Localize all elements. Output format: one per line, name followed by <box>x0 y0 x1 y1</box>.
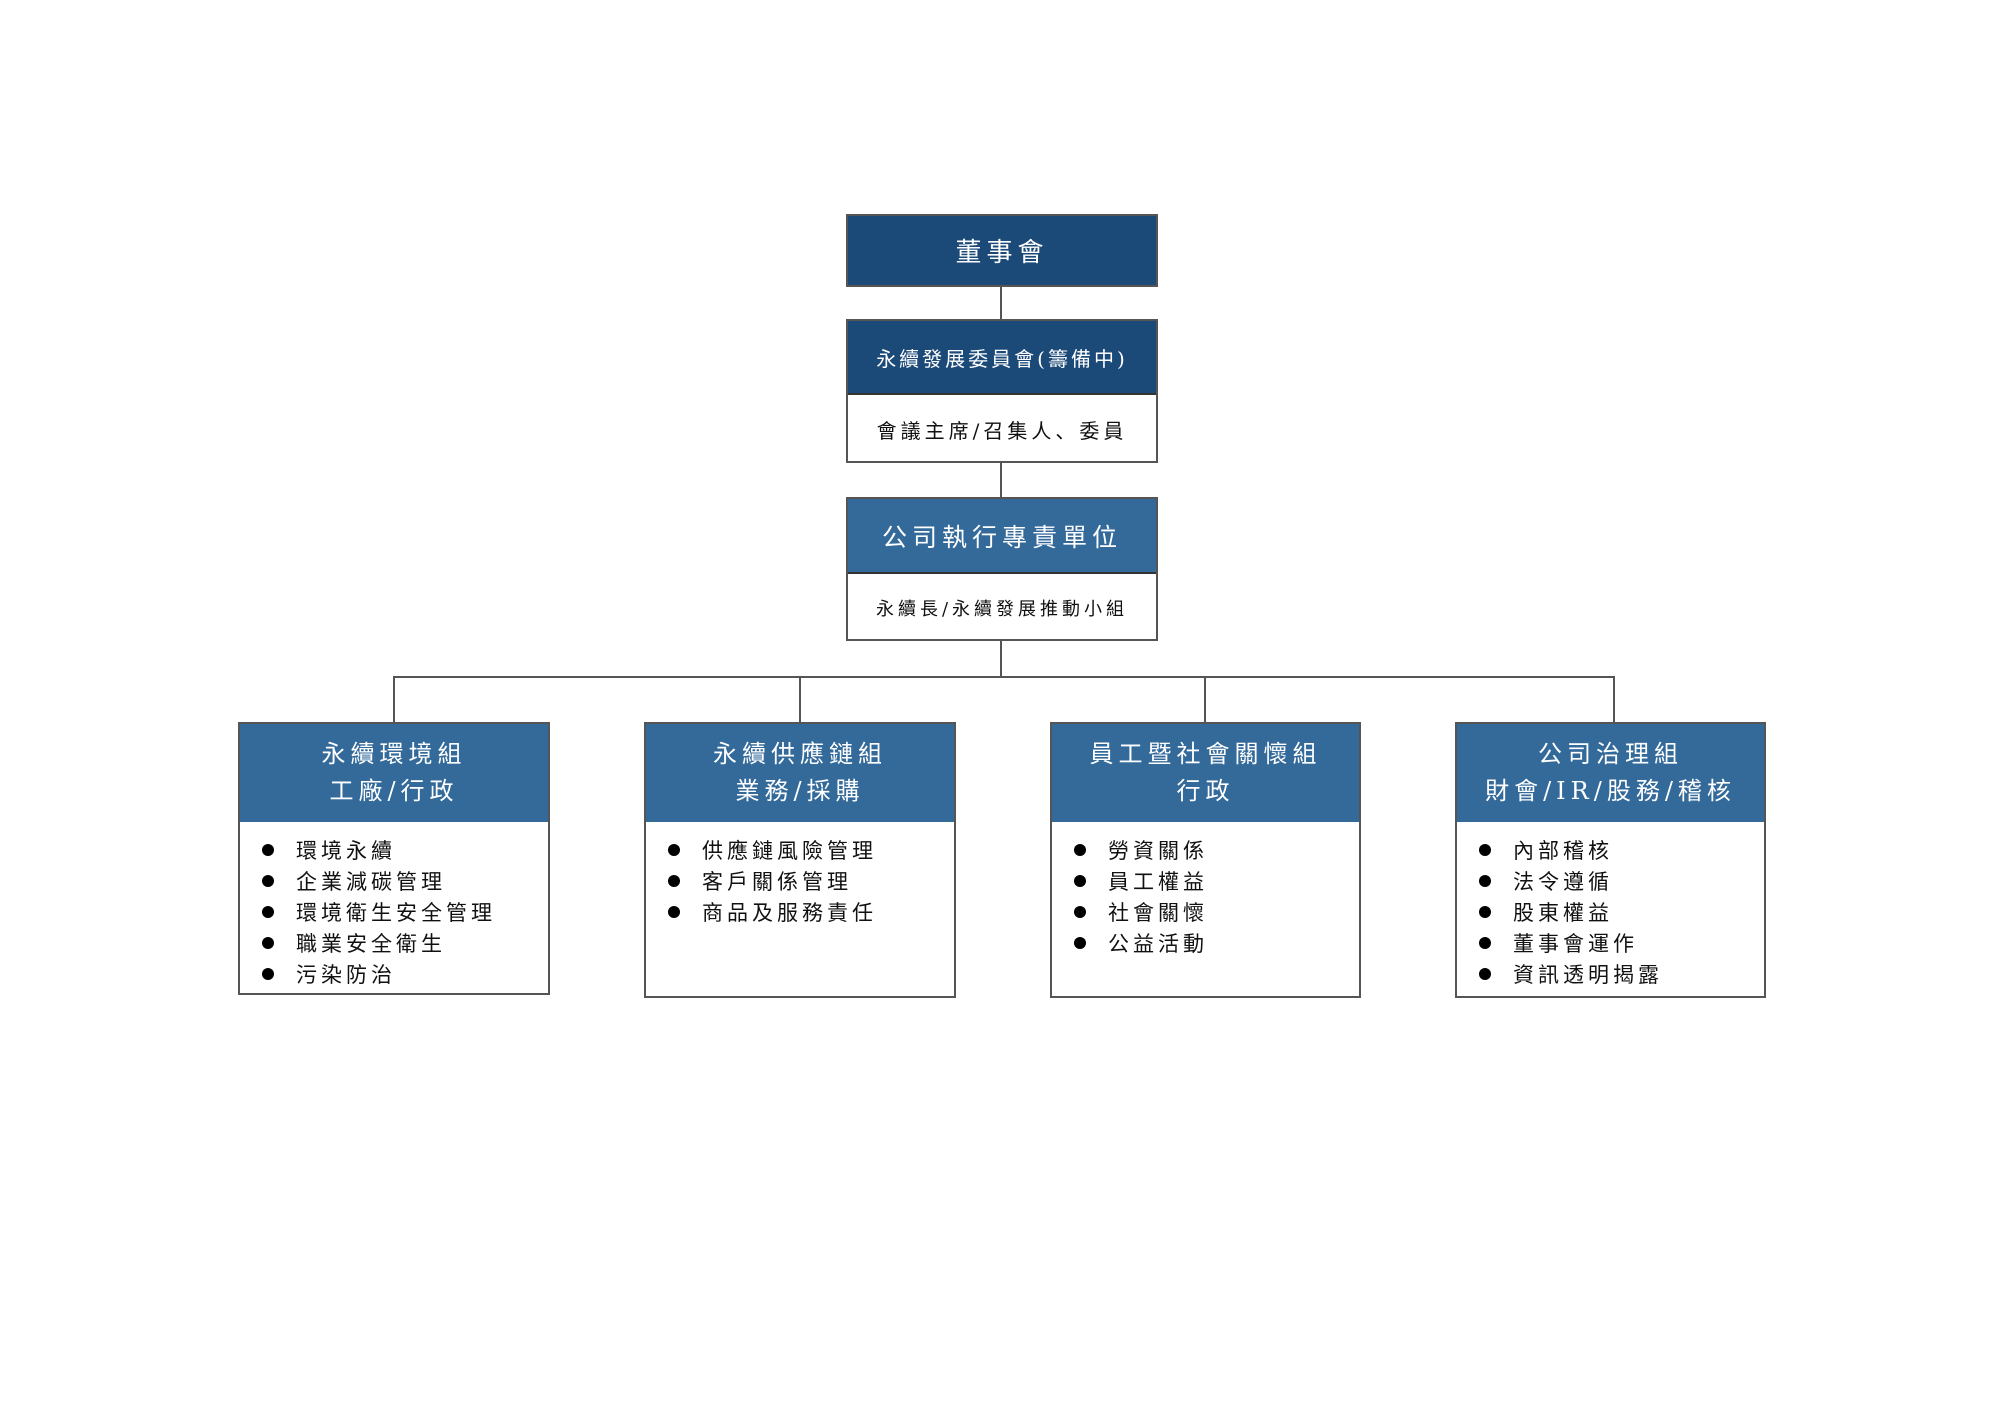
list-item: 股東權益 <box>1479 896 1764 927</box>
committee-box: 永續發展委員會(籌備中) 會議主席/召集人、委員 <box>846 319 1158 463</box>
group-duties: 勞資關係 員工權益 社會關懷 公益活動 <box>1052 822 1359 958</box>
list-item: 法令遵循 <box>1479 865 1764 896</box>
bullet-icon <box>668 905 680 918</box>
group-header: 公司治理組 財會/IR/股務/稽核 <box>1457 724 1764 822</box>
connector-board-committee <box>1000 287 1002 319</box>
list-item: 董事會運作 <box>1479 927 1764 958</box>
bullet-icon <box>262 874 274 887</box>
list-item: 社會關懷 <box>1074 896 1359 927</box>
group-header: 員工暨社會關懷組 行政 <box>1052 724 1359 822</box>
executive-box: 公司執行專責單位 永續長/永續發展推動小組 <box>846 497 1158 641</box>
bullet-icon <box>1074 874 1086 887</box>
group-header: 永續環境組 工廠/行政 <box>240 724 548 822</box>
list-item: 員工權益 <box>1074 865 1359 896</box>
group-subtitle: 行政 <box>1176 777 1235 805</box>
bullet-icon <box>1479 905 1491 918</box>
list-item: 客戶關係管理 <box>668 865 954 896</box>
group-governance: 公司治理組 財會/IR/股務/稽核 內部稽核 法令遵循 股東權益 董事會運作 資… <box>1455 722 1766 998</box>
bullet-icon <box>1479 967 1491 980</box>
group-title: 永續環境組 <box>321 740 467 768</box>
connector-executive-down <box>1000 641 1002 677</box>
list-item: 資訊透明揭露 <box>1479 958 1764 989</box>
bullet-icon <box>668 843 680 856</box>
board-box: 董事會 <box>846 214 1158 287</box>
list-item: 環境永續 <box>262 834 548 865</box>
bullet-icon <box>1479 874 1491 887</box>
bullet-icon <box>1479 936 1491 949</box>
connector-group-3 <box>1204 676 1206 722</box>
group-title: 公司治理組 <box>1538 740 1683 768</box>
bullet-icon <box>1074 905 1086 918</box>
bullet-icon <box>262 843 274 856</box>
board-title: 董事會 <box>848 216 1156 285</box>
list-item: 職業安全衛生 <box>262 927 548 958</box>
list-item: 環境衛生安全管理 <box>262 896 548 927</box>
group-subtitle: 業務/採購 <box>735 777 865 805</box>
connector-group-4 <box>1613 676 1615 722</box>
bullet-icon <box>262 936 274 949</box>
bullet-icon <box>1479 843 1491 856</box>
group-supply-chain: 永續供應鏈組 業務/採購 供應鏈風險管理 客戶關係管理 商品及服務責任 <box>644 722 956 998</box>
group-header: 永續供應鏈組 業務/採購 <box>646 724 954 822</box>
group-duties: 供應鏈風險管理 客戶關係管理 商品及服務責任 <box>646 822 954 927</box>
group-duties: 內部稽核 法令遵循 股東權益 董事會運作 資訊透明揭露 <box>1457 822 1764 989</box>
group-employee-social: 員工暨社會關懷組 行政 勞資關係 員工權益 社會關懷 公益活動 <box>1050 722 1361 998</box>
list-item: 勞資關係 <box>1074 834 1359 865</box>
bullet-icon <box>1074 843 1086 856</box>
group-title: 員工暨社會關懷組 <box>1089 740 1322 768</box>
bullet-icon <box>668 874 680 887</box>
bullet-icon <box>1074 936 1086 949</box>
group-subtitle: 工廠/行政 <box>329 777 459 805</box>
list-item: 內部稽核 <box>1479 834 1764 865</box>
connector-committee-executive <box>1000 463 1002 497</box>
group-title: 永續供應鏈組 <box>713 740 887 768</box>
list-item: 公益活動 <box>1074 927 1359 958</box>
list-item: 污染防治 <box>262 958 548 989</box>
group-environment: 永續環境組 工廠/行政 環境永續 企業減碳管理 環境衛生安全管理 職業安全衛生 … <box>238 722 550 995</box>
executive-members: 永續長/永續發展推動小組 <box>848 572 1156 641</box>
executive-title: 公司執行專責單位 <box>848 499 1156 572</box>
connector-horizontal <box>393 676 1615 678</box>
bullet-icon <box>262 967 274 980</box>
connector-group-1 <box>393 676 395 722</box>
group-subtitle: 財會/IR/股務/稽核 <box>1485 777 1736 805</box>
connector-group-2 <box>799 676 801 722</box>
list-item: 企業減碳管理 <box>262 865 548 896</box>
group-duties: 環境永續 企業減碳管理 環境衛生安全管理 職業安全衛生 污染防治 <box>240 822 548 989</box>
list-item: 商品及服務責任 <box>668 896 954 927</box>
committee-members: 會議主席/召集人、委員 <box>848 393 1156 463</box>
bullet-icon <box>262 905 274 918</box>
committee-title: 永續發展委員會(籌備中) <box>848 321 1156 393</box>
list-item: 供應鏈風險管理 <box>668 834 954 865</box>
